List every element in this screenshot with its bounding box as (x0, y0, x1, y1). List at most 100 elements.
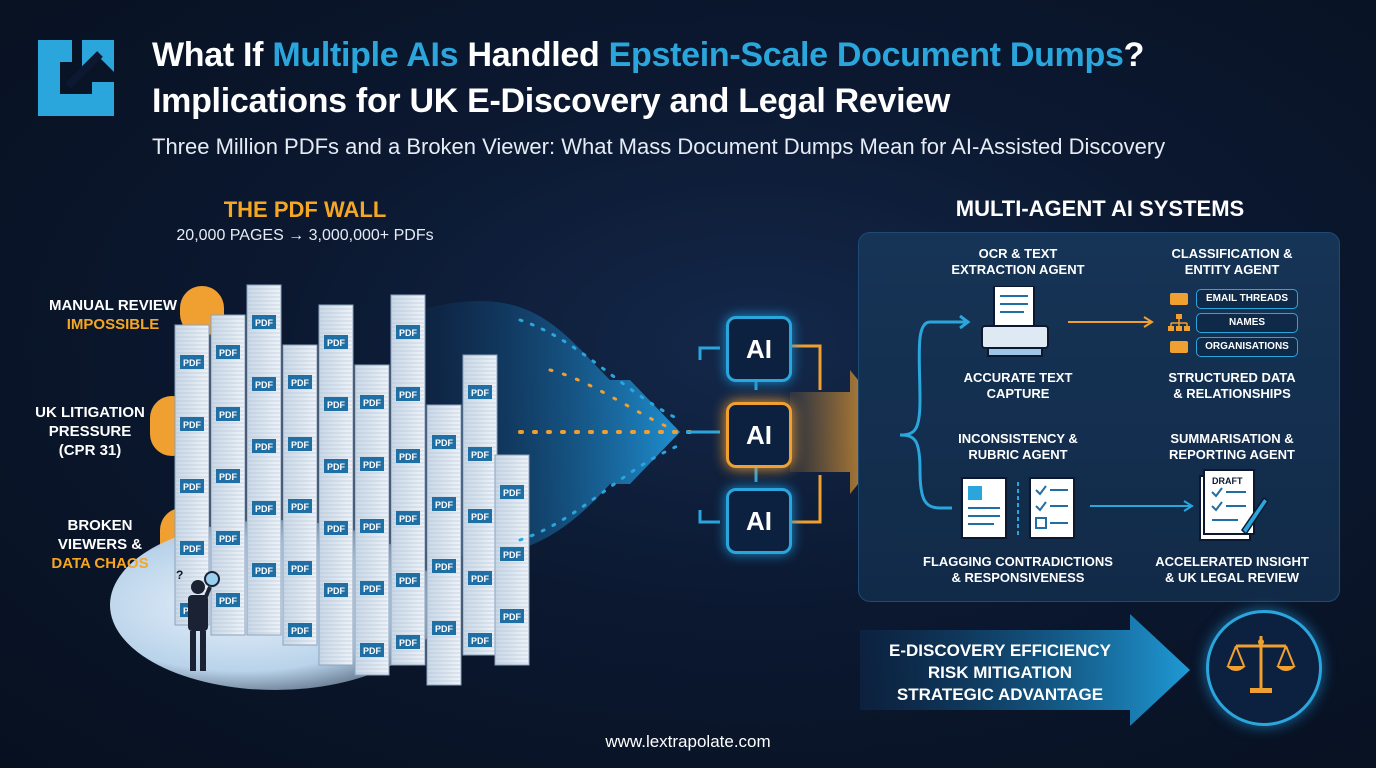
pdf-badge-label: PDF (471, 512, 490, 522)
pdf-badge-label: PDF (471, 450, 490, 460)
pdf-badge (468, 509, 492, 523)
pdf-badge (180, 541, 204, 555)
pdf-badge (216, 345, 240, 359)
pdf-badge (216, 407, 240, 421)
pdf-badge (500, 609, 524, 623)
pdf-badge (288, 375, 312, 389)
pdf-badge-label: PDF (255, 380, 274, 390)
ai-chip-middle: AI (726, 402, 792, 468)
pdf-badge (500, 485, 524, 499)
pdf-badge-label: PDF (399, 452, 418, 462)
pdf-badge-label: PDF (219, 348, 238, 358)
pdf-badge-label: PDF (327, 524, 346, 534)
pdf-badge (432, 621, 456, 635)
pdf-badge-label: PDF (183, 420, 202, 430)
pdf-badge-label: PDF (327, 586, 346, 596)
pdf-badge (396, 511, 420, 525)
pdf-badge (252, 377, 276, 391)
pdf-badge (360, 643, 384, 657)
pdf-badge-label: PDF (291, 502, 310, 512)
pdf-badge-label: PDF (255, 442, 274, 452)
pdf-badge (180, 479, 204, 493)
pdf-stack (390, 294, 426, 666)
hierarchy-icon (1168, 314, 1190, 331)
pdf-badge-label: PDF (183, 544, 202, 554)
pdf-badge-label: PDF (183, 482, 202, 492)
pdf-badge (324, 521, 348, 535)
pdf-badge-label: PDF (219, 410, 238, 420)
pdf-badge (396, 387, 420, 401)
pdf-badge (468, 571, 492, 585)
pdf-badge-label: PDF (435, 624, 454, 634)
pdf-badge-label: PDF (183, 358, 202, 368)
pdf-badge (396, 573, 420, 587)
page-title-line2: Implications for UK E-Discovery and Lega… (152, 82, 951, 120)
pdf-badge-label: PDF (219, 472, 238, 482)
multi-agent-title: MULTI-AGENT AI SYSTEMS (955, 196, 1245, 221)
outcome-arrow (860, 614, 1190, 726)
pdf-badge (432, 497, 456, 511)
pdf-badge (432, 435, 456, 449)
pdf-badge (216, 531, 240, 545)
pdf-badge (324, 459, 348, 473)
checklist-document-icon (961, 477, 1075, 539)
pdf-badge-label: PDF (327, 338, 346, 348)
pdf-wall-title: THE PDF WALL (223, 197, 387, 222)
agent-ocr-caption: ACCURATE TEXT CAPTURE (963, 370, 1073, 401)
pdf-badge (252, 501, 276, 515)
pdf-badge-label: PDF (471, 574, 490, 584)
pdf-badge (468, 447, 492, 461)
pdf-badge (324, 397, 348, 411)
scanner-icon (981, 286, 1049, 357)
uk-litigation-label: UK LITIGATION PRESSURE (CPR 31) (35, 404, 145, 459)
pdf-badge-label: PDF (399, 576, 418, 586)
entity-tag-names: NAMES (1196, 313, 1298, 333)
pdf-badge-label: PDF (471, 636, 490, 646)
pdf-badge-label: PDF (363, 584, 382, 594)
pdf-badge-label: PDF (503, 550, 522, 560)
agent-inconsistency-caption: FLAGGING CONTRADICTIONS & RESPONSIVENESS (923, 554, 1113, 585)
agent-classification-title: CLASSIFICATION & ENTITY AGENT (1171, 246, 1293, 277)
agent-classification-caption: STRUCTURED DATA & RELATIONSHIPS (1168, 370, 1296, 401)
pdf-badge (216, 469, 240, 483)
pdf-badge (360, 395, 384, 409)
pdf-badge-label: PDF (435, 500, 454, 510)
pdf-badge (432, 559, 456, 573)
pdf-badge (216, 593, 240, 607)
pdf-wall-illustration: PDF PDF PDF PDF PDF PDF PDF PDF PDF PDF PDF PDF PDF P… (174, 284, 530, 686)
pdf-badge (396, 635, 420, 649)
pdf-badge-label: PDF (255, 318, 274, 328)
pdf-badge (360, 519, 384, 533)
pdf-badge (288, 499, 312, 513)
logo-icon (38, 40, 114, 116)
agent-flow-lines (899, 314, 1194, 512)
folder-icon (1170, 293, 1188, 305)
agent-summarisation-caption: ACCELERATED INSIGHT & UK LEGAL REVIEW (1155, 554, 1309, 585)
dotted-flow-lines (518, 318, 692, 542)
pdf-badge (252, 563, 276, 577)
pdf-badge-label: PDF (363, 398, 382, 408)
pdf-badge-label: PDF (435, 562, 454, 572)
agent-ocr-title: OCR & TEXT EXTRACTION AGENT (951, 246, 1085, 277)
pdf-badge-label: PDF (363, 646, 382, 656)
draft-label: DRAFT (1212, 476, 1243, 486)
agent-inconsistency-title: INCONSISTENCY & RUBRIC AGENT (958, 431, 1078, 462)
pdf-badge (180, 417, 204, 431)
pdf-badge (396, 325, 420, 339)
pdf-badge-label: PDF (291, 440, 310, 450)
pdf-stack (282, 344, 318, 646)
entity-tag-organisations: ORGANISATIONS (1196, 337, 1298, 357)
pdf-badge-label: PDF (435, 438, 454, 448)
website-url[interactable]: www.lextrapolate.com (605, 732, 771, 751)
pdf-badge-label: PDF (327, 400, 346, 410)
pdf-badge (180, 355, 204, 369)
pdf-badge (288, 561, 312, 575)
ai-chip-bottom: AI (726, 488, 792, 554)
pdf-badge-label: PDF (471, 388, 490, 398)
entity-tag-email-threads: EMAIL THREADS (1196, 289, 1298, 309)
pdf-badge (324, 335, 348, 349)
pdf-badge-label: PDF (255, 566, 274, 576)
magnifier-person-icon: ? (176, 568, 220, 671)
pdf-badge-label: PDF (219, 596, 238, 606)
pdf-badge (252, 439, 276, 453)
